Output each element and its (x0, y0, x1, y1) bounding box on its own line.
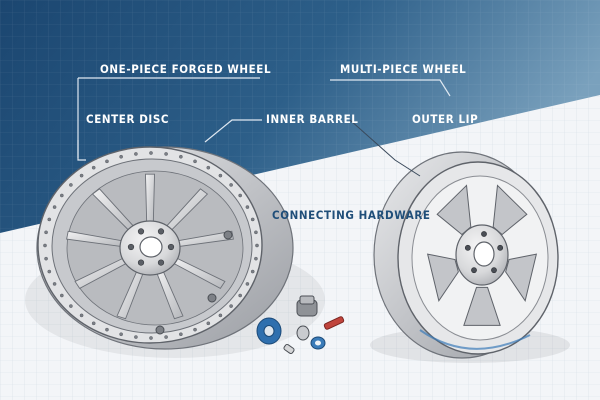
spoke (145, 173, 155, 225)
callout-outer-lip (349, 119, 421, 177)
lug-hole (137, 228, 145, 235)
lug-hole (471, 267, 477, 274)
rivet (134, 335, 138, 339)
lip-rivets (43, 151, 259, 340)
lug-hole (491, 267, 497, 274)
rivet (218, 313, 223, 318)
multi-spoke-window (426, 253, 459, 303)
rivet (60, 193, 64, 198)
rivet (44, 230, 48, 235)
rivet (91, 321, 96, 326)
rivet (206, 321, 211, 326)
rivet (69, 183, 73, 187)
rivet (206, 165, 211, 170)
hardware-pin (283, 343, 295, 355)
label-multi-piece-wheel: MULTI-PIECE WHEEL (340, 62, 467, 76)
rivet (149, 151, 153, 155)
lug-hole (464, 244, 471, 251)
callout-lines (77, 77, 451, 161)
lug-hole (167, 243, 175, 251)
multi-piece-wheel (370, 151, 570, 363)
barrel-bolt (155, 325, 165, 335)
rivet (105, 327, 109, 332)
multi-spoke-window (463, 286, 501, 326)
label-inner-barrel: INNER BARREL (266, 112, 359, 126)
rivet (164, 335, 168, 339)
rivet (193, 327, 197, 332)
label-outer-lip: OUTER LIP (412, 112, 479, 126)
multi-wheel-lug-holes (464, 231, 504, 274)
multi-wheel-bore (473, 241, 495, 267)
rivet (91, 165, 96, 170)
rivet (254, 256, 258, 261)
hardware-bolt (323, 316, 345, 330)
hardware-spacer (296, 325, 310, 341)
lug-hole (127, 243, 135, 251)
rivet (119, 332, 123, 337)
rivet (47, 217, 52, 222)
rivet (69, 304, 73, 308)
multi-wheel-spokes (426, 184, 538, 326)
callout-inner-barrel (204, 119, 262, 143)
rivet (52, 282, 57, 286)
rivet (52, 205, 57, 209)
rivet (179, 154, 183, 159)
rivet (179, 332, 183, 337)
lug-hole (481, 231, 487, 237)
lug-holes (127, 228, 175, 266)
rivet (105, 159, 109, 164)
rivet (193, 159, 197, 164)
rivet (229, 183, 233, 187)
barrel-bolt (223, 230, 233, 240)
callout-multi-piece (330, 79, 451, 97)
rivet (229, 304, 233, 308)
rivet (238, 293, 242, 298)
rivet (134, 152, 138, 156)
lug-hole (157, 259, 165, 266)
rivet (255, 243, 259, 248)
rivet (238, 193, 242, 198)
rivet (245, 205, 250, 209)
barrel-bolt (207, 293, 217, 303)
rivet (79, 313, 84, 318)
rivet (149, 336, 153, 340)
forged-wheel-bore (139, 236, 163, 258)
rivet (43, 243, 47, 248)
lug-hole (497, 244, 504, 251)
label-center-disc: CENTER DISC (86, 112, 170, 126)
multi-wheel-lip-accent (419, 329, 531, 350)
label-one-piece-forged-wheel: ONE-PIECE FORGED WHEEL (100, 62, 272, 76)
forged-wheel (25, 146, 325, 358)
rivet (119, 154, 123, 159)
hardware-washer-hole (263, 325, 275, 337)
lug-hole (137, 259, 145, 266)
hardware-ring-hole (315, 340, 321, 346)
lug-hole (157, 228, 165, 235)
rivet (250, 217, 255, 222)
rivet (44, 256, 48, 261)
rivet (245, 282, 250, 286)
callout-center-disc (77, 140, 86, 161)
rivet (254, 230, 258, 235)
rivet (250, 269, 255, 274)
label-connecting-hardware: CONNECTING HARDWARE (272, 208, 431, 222)
hardware-nut-top (299, 295, 315, 305)
connecting-hardware-parts (256, 295, 345, 355)
rivet (60, 293, 64, 298)
rivet (164, 152, 168, 156)
rivet (79, 173, 84, 178)
rivet (218, 173, 223, 178)
rivet (47, 269, 52, 274)
multi-spoke-window (505, 253, 538, 303)
